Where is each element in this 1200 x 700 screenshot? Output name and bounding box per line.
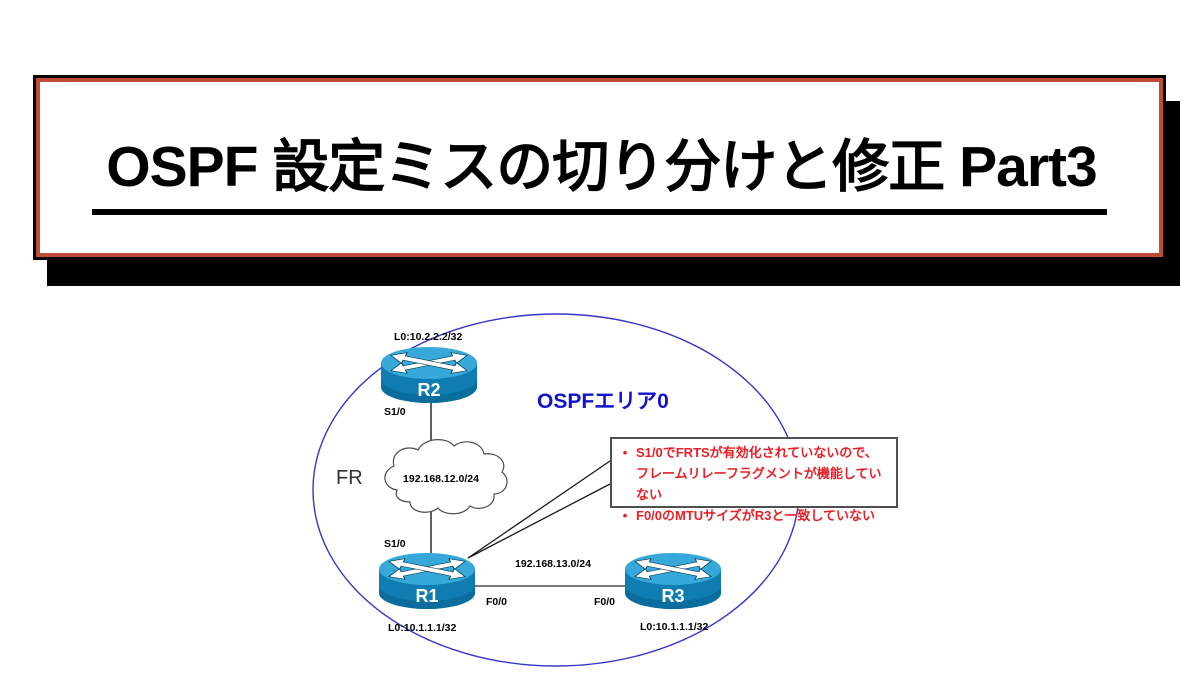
callout-leader-line-bottom [467, 483, 611, 559]
r1-fast-if-label: F0/0 [486, 596, 507, 608]
fr-label: FR [336, 467, 363, 489]
bullet-icon: • [622, 508, 628, 523]
r3-loopback-label: L0:10.1.1.1/32 [640, 621, 708, 633]
page-title: OSPF 設定ミスの切り分けと修正 Part3 [92, 121, 1107, 215]
r1-serial-if-label: S1/0 [384, 538, 406, 550]
cloud-subnet-label: 192.168.12.0/24 [403, 473, 479, 485]
issue-item-2-text: F0/0のMTUサイズがR3と一致していない [636, 508, 876, 523]
router-r3-icon: R3 [624, 552, 722, 610]
link-subnet-label: 192.168.13.0/24 [515, 558, 591, 570]
r3-fast-if-label: F0/0 [594, 596, 615, 608]
ospf-area-label: OSPFエリア0 [537, 390, 669, 413]
r2-loopback-label: L0:10.2.2.2/32 [394, 331, 462, 343]
r1-loopback-label: L0:10.1.1.1/32 [388, 622, 456, 634]
callout-leader-line-top [467, 460, 611, 559]
router-r3-name: R3 [661, 586, 684, 606]
frame-relay-cloud-icon [384, 439, 508, 515]
router-r2-icon: R2 [380, 346, 478, 404]
issue-item-1-text: S1/0でFRTSが有効化されていないので、フレームリレーフラグメントが機能して… [636, 445, 882, 502]
router-r1-icon: R1 [378, 552, 476, 610]
issue-item-1: • S1/0でFRTSが有効化されていないので、フレームリレーフラグメントが機能… [614, 442, 890, 505]
title-banner: OSPF 設定ミスの切り分けと修正 Part3 [33, 75, 1166, 260]
router-r1-name: R1 [415, 586, 438, 606]
router-r2-name: R2 [417, 380, 440, 400]
issue-callout-box: • S1/0でFRTSが有効化されていないので、フレームリレーフラグメントが機能… [610, 437, 898, 523]
title-banner-inner-border: OSPF 設定ミスの切り分けと修正 Part3 [36, 78, 1163, 257]
issue-item-2: • F0/0のMTUサイズがR3と一致していない [614, 505, 890, 526]
r2-serial-if-label: S1/0 [384, 406, 406, 418]
bullet-icon: • [622, 445, 628, 460]
